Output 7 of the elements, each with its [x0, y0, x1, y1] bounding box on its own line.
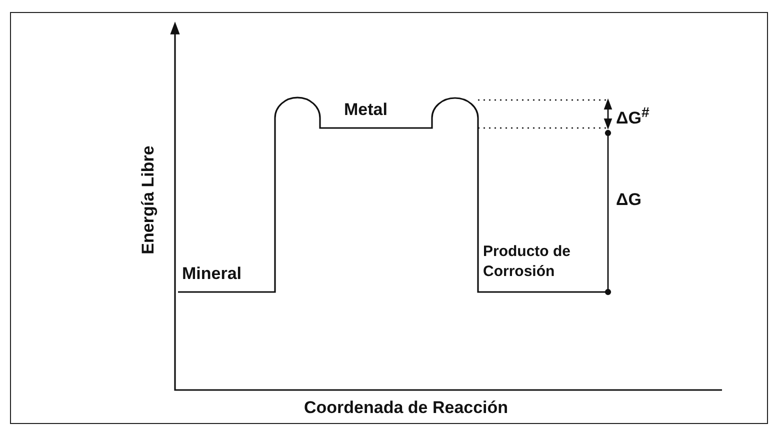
dimension-label: ΔG$^{#}$: [616, 104, 650, 129]
dimension-label: ΔG: [616, 190, 642, 210]
axis-title: Coordenada de Reacción: [304, 398, 508, 418]
level-label: Mineral: [182, 264, 242, 284]
level-label: Producto de Corrosión: [483, 242, 572, 282]
axis-title: Energía Libre: [138, 146, 158, 254]
level-label: Metal: [344, 100, 388, 120]
